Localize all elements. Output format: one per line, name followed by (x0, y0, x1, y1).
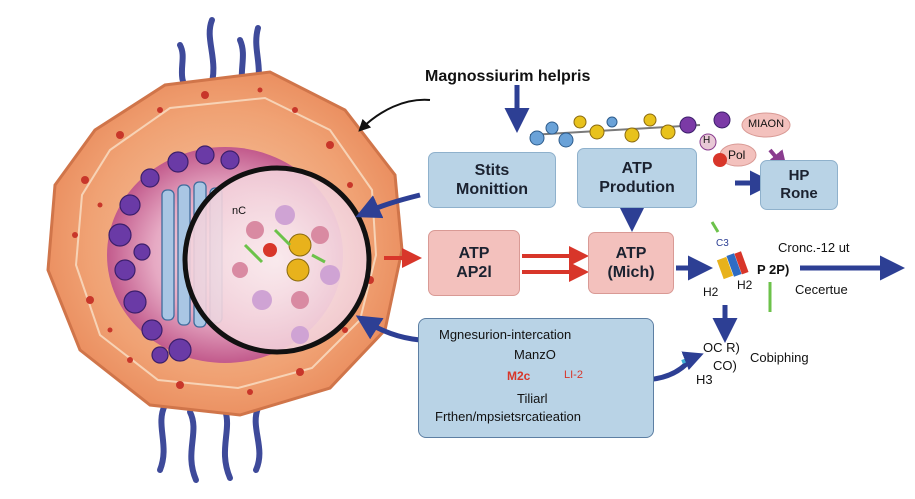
co-label: CO) (713, 358, 737, 373)
stits-line1: Stits (474, 161, 510, 179)
hp-rone-box: HP Rone (760, 160, 838, 210)
interaction-box: Mgnesurion-intercation ManzO M2c LI-2 Ti… (418, 318, 654, 438)
atp-production-box: ATP Prodution (577, 148, 697, 208)
lens-organelles (232, 205, 340, 344)
manzo-label: ManzO (514, 347, 556, 362)
atp-ap2-box: ATP AP2l (428, 230, 520, 296)
atp-mich-line1: ATP (615, 244, 647, 262)
cobiphing-label: Cobiphing (750, 350, 809, 365)
h2-right-label: H2 (737, 278, 753, 292)
atp-mich-box: ATP (Mich) (588, 232, 674, 294)
h3-label: H3 (696, 372, 713, 387)
atp-mich-line2: (Mich) (607, 264, 655, 281)
hp-line1: HP (788, 167, 810, 184)
red-arrows (384, 246, 589, 282)
atp-ap-line1: ATP (458, 244, 490, 262)
atp-ap-line2: AP2l (456, 264, 492, 281)
h-label: H (703, 135, 711, 146)
frthen-label: Frthen/mpsietsrcatieation (435, 409, 581, 424)
l2-label: LI-2 (564, 369, 583, 381)
hp-line2: Rone (780, 185, 818, 202)
interaction-title: Mgnesurion-intercation (439, 327, 572, 342)
atp-prod-line2: Prodution (599, 179, 675, 196)
flagella-bottom (157, 402, 263, 483)
atp-prod-line1: ATP (621, 159, 653, 177)
magnifier-ring (182, 165, 372, 355)
m2-label: M2c (507, 369, 531, 383)
h2-left-label: H2 (703, 285, 719, 299)
nucleus-label: nC (232, 205, 247, 217)
right-molecule (681, 221, 772, 371)
c3-label: C3 (716, 238, 729, 249)
stits-monittion-box: Stits Monittion (428, 152, 556, 208)
ocr-label: OC R) (703, 340, 740, 355)
magnifier-lens (185, 168, 369, 352)
stits-line2: Monittion (456, 181, 528, 198)
cronc-label: Cronc.-12 ut (778, 240, 850, 255)
cecertue-label: Cecertue (795, 282, 848, 297)
blue-arrows (355, 85, 905, 383)
pol-label: Pol (728, 148, 746, 162)
molecule-chain (529, 111, 791, 167)
cell-inner-ring (74, 96, 378, 390)
pointer-arrow (358, 98, 431, 132)
tiliarl-label: Tiliarl (517, 391, 548, 406)
diagram-title: Magnossiurim helpris (425, 68, 591, 85)
miaon-label: MIAON (748, 118, 785, 130)
pp-label: P 2P) (757, 262, 790, 277)
nucleus-vesicles (108, 145, 240, 364)
